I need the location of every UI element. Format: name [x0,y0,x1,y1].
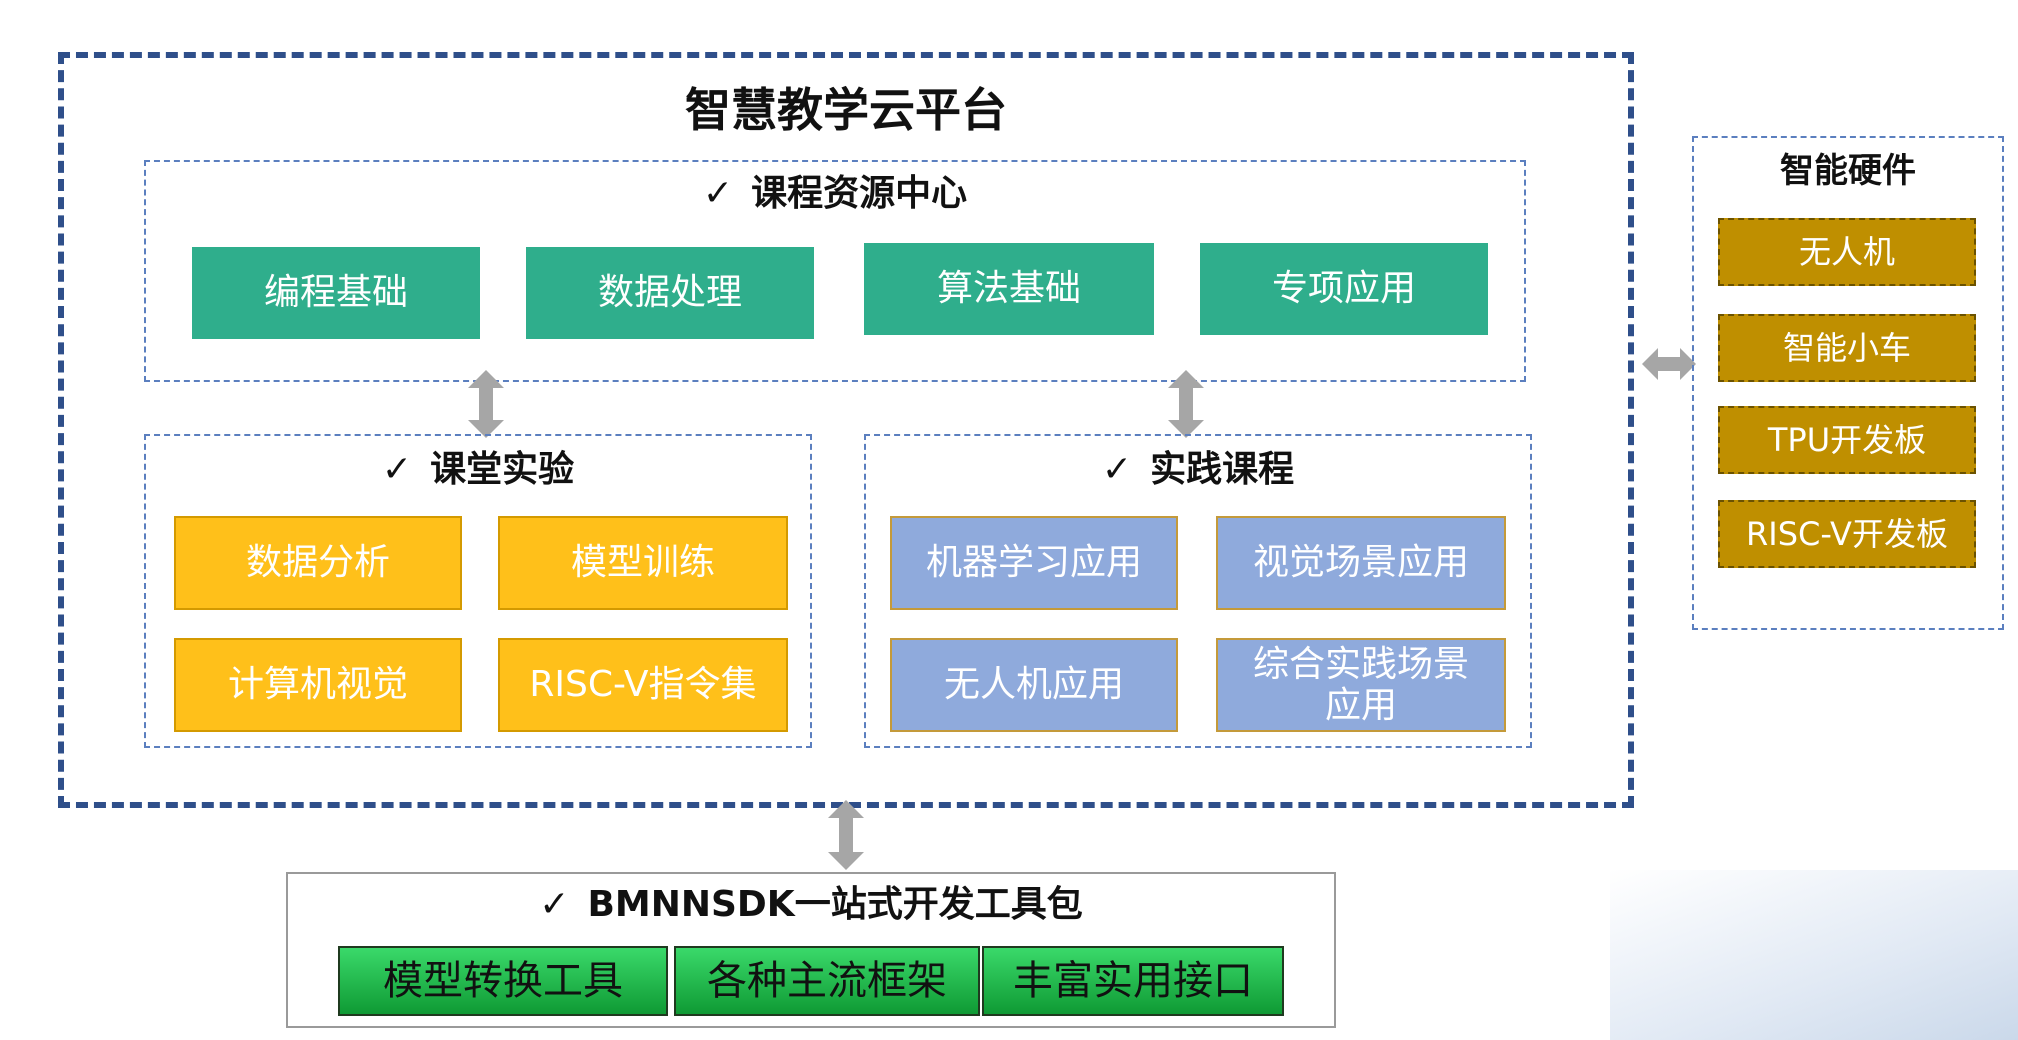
course-item-special-app[interactable]: 专项应用 [1200,243,1488,335]
check-icon: ✓ [1101,449,1133,490]
double-arrow-right [1168,370,1204,438]
practice-course-heading: ✓ 实践课程 [864,446,1532,494]
course-item-programming[interactable]: 编程基础 [192,247,480,339]
classroom-lab-frame [144,434,812,748]
sdk-heading: ✓ BMNNSDK一站式开发工具包 [286,880,1336,930]
sdk-item-frameworks[interactable]: 各种主流框架 [674,946,980,1016]
hardware-item-smart-car[interactable]: 智能小车 [1718,314,1976,382]
practice-item-vision-app[interactable]: 视觉场景应用 [1216,516,1506,610]
check-icon: ✓ [702,173,734,214]
double-arrow-left [468,370,504,438]
course-center-heading-text: 课程资源中心 [751,173,968,214]
sdk-item-apis[interactable]: 丰富实用接口 [982,946,1284,1016]
lab-item-computer-vision[interactable]: 计算机视觉 [174,638,462,732]
lab-item-data-analysis[interactable]: 数据分析 [174,516,462,610]
check-icon: ✓ [539,884,570,925]
practice-item-drone-app[interactable]: 无人机应用 [890,638,1178,732]
hardware-frame [1692,136,2004,630]
classroom-lab-heading-text: 课堂实验 [430,449,575,490]
practice-item-integrated-app[interactable]: 综合实践场景应用 [1216,638,1506,732]
course-item-data-processing[interactable]: 数据处理 [526,247,814,339]
course-item-algorithm[interactable]: 算法基础 [864,243,1154,335]
hardware-item-drone[interactable]: 无人机 [1718,218,1976,286]
classroom-lab-heading: ✓ 课堂实验 [144,446,812,494]
course-center-heading: ✓ 课程资源中心 [144,170,1526,218]
lab-item-riscv-isa[interactable]: RISC-V指令集 [498,638,788,732]
hardware-heading: 智能硬件 [1780,151,1916,191]
lab-item-model-training[interactable]: 模型训练 [498,516,788,610]
hardware-item-tpu-board[interactable]: TPU开发板 [1718,406,1976,474]
double-arrow-bottom [828,800,864,870]
course-center-frame [144,160,1526,382]
hardware-item-riscv-board[interactable]: RISC-V开发板 [1718,500,1976,568]
background-watermark [1610,870,2018,1040]
practice-item-ml-app[interactable]: 机器学习应用 [890,516,1178,610]
check-icon: ✓ [381,449,413,490]
practice-course-frame [864,434,1532,748]
sdk-heading-text: BMNNSDK一站式开发工具包 [587,884,1083,925]
practice-course-heading-text: 实践课程 [1150,449,1295,490]
platform-title: 智慧教学云平台 [685,83,1007,137]
sdk-item-model-convert[interactable]: 模型转换工具 [338,946,668,1016]
double-arrow-horizontal [1642,348,1696,380]
